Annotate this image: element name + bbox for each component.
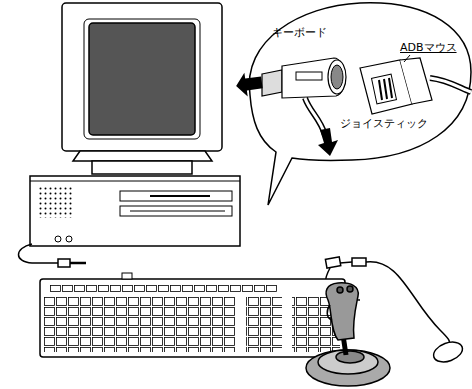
part-label: キーボード (272, 26, 327, 39)
part-label: ジョイスティック (340, 117, 428, 130)
callout-bubble (234, 3, 471, 205)
keyboard (40, 273, 345, 357)
part-label: ADBマウス (400, 41, 457, 54)
monitor (62, 3, 222, 174)
computer-case (30, 176, 240, 246)
joystick (306, 283, 390, 386)
mouse (431, 338, 465, 365)
